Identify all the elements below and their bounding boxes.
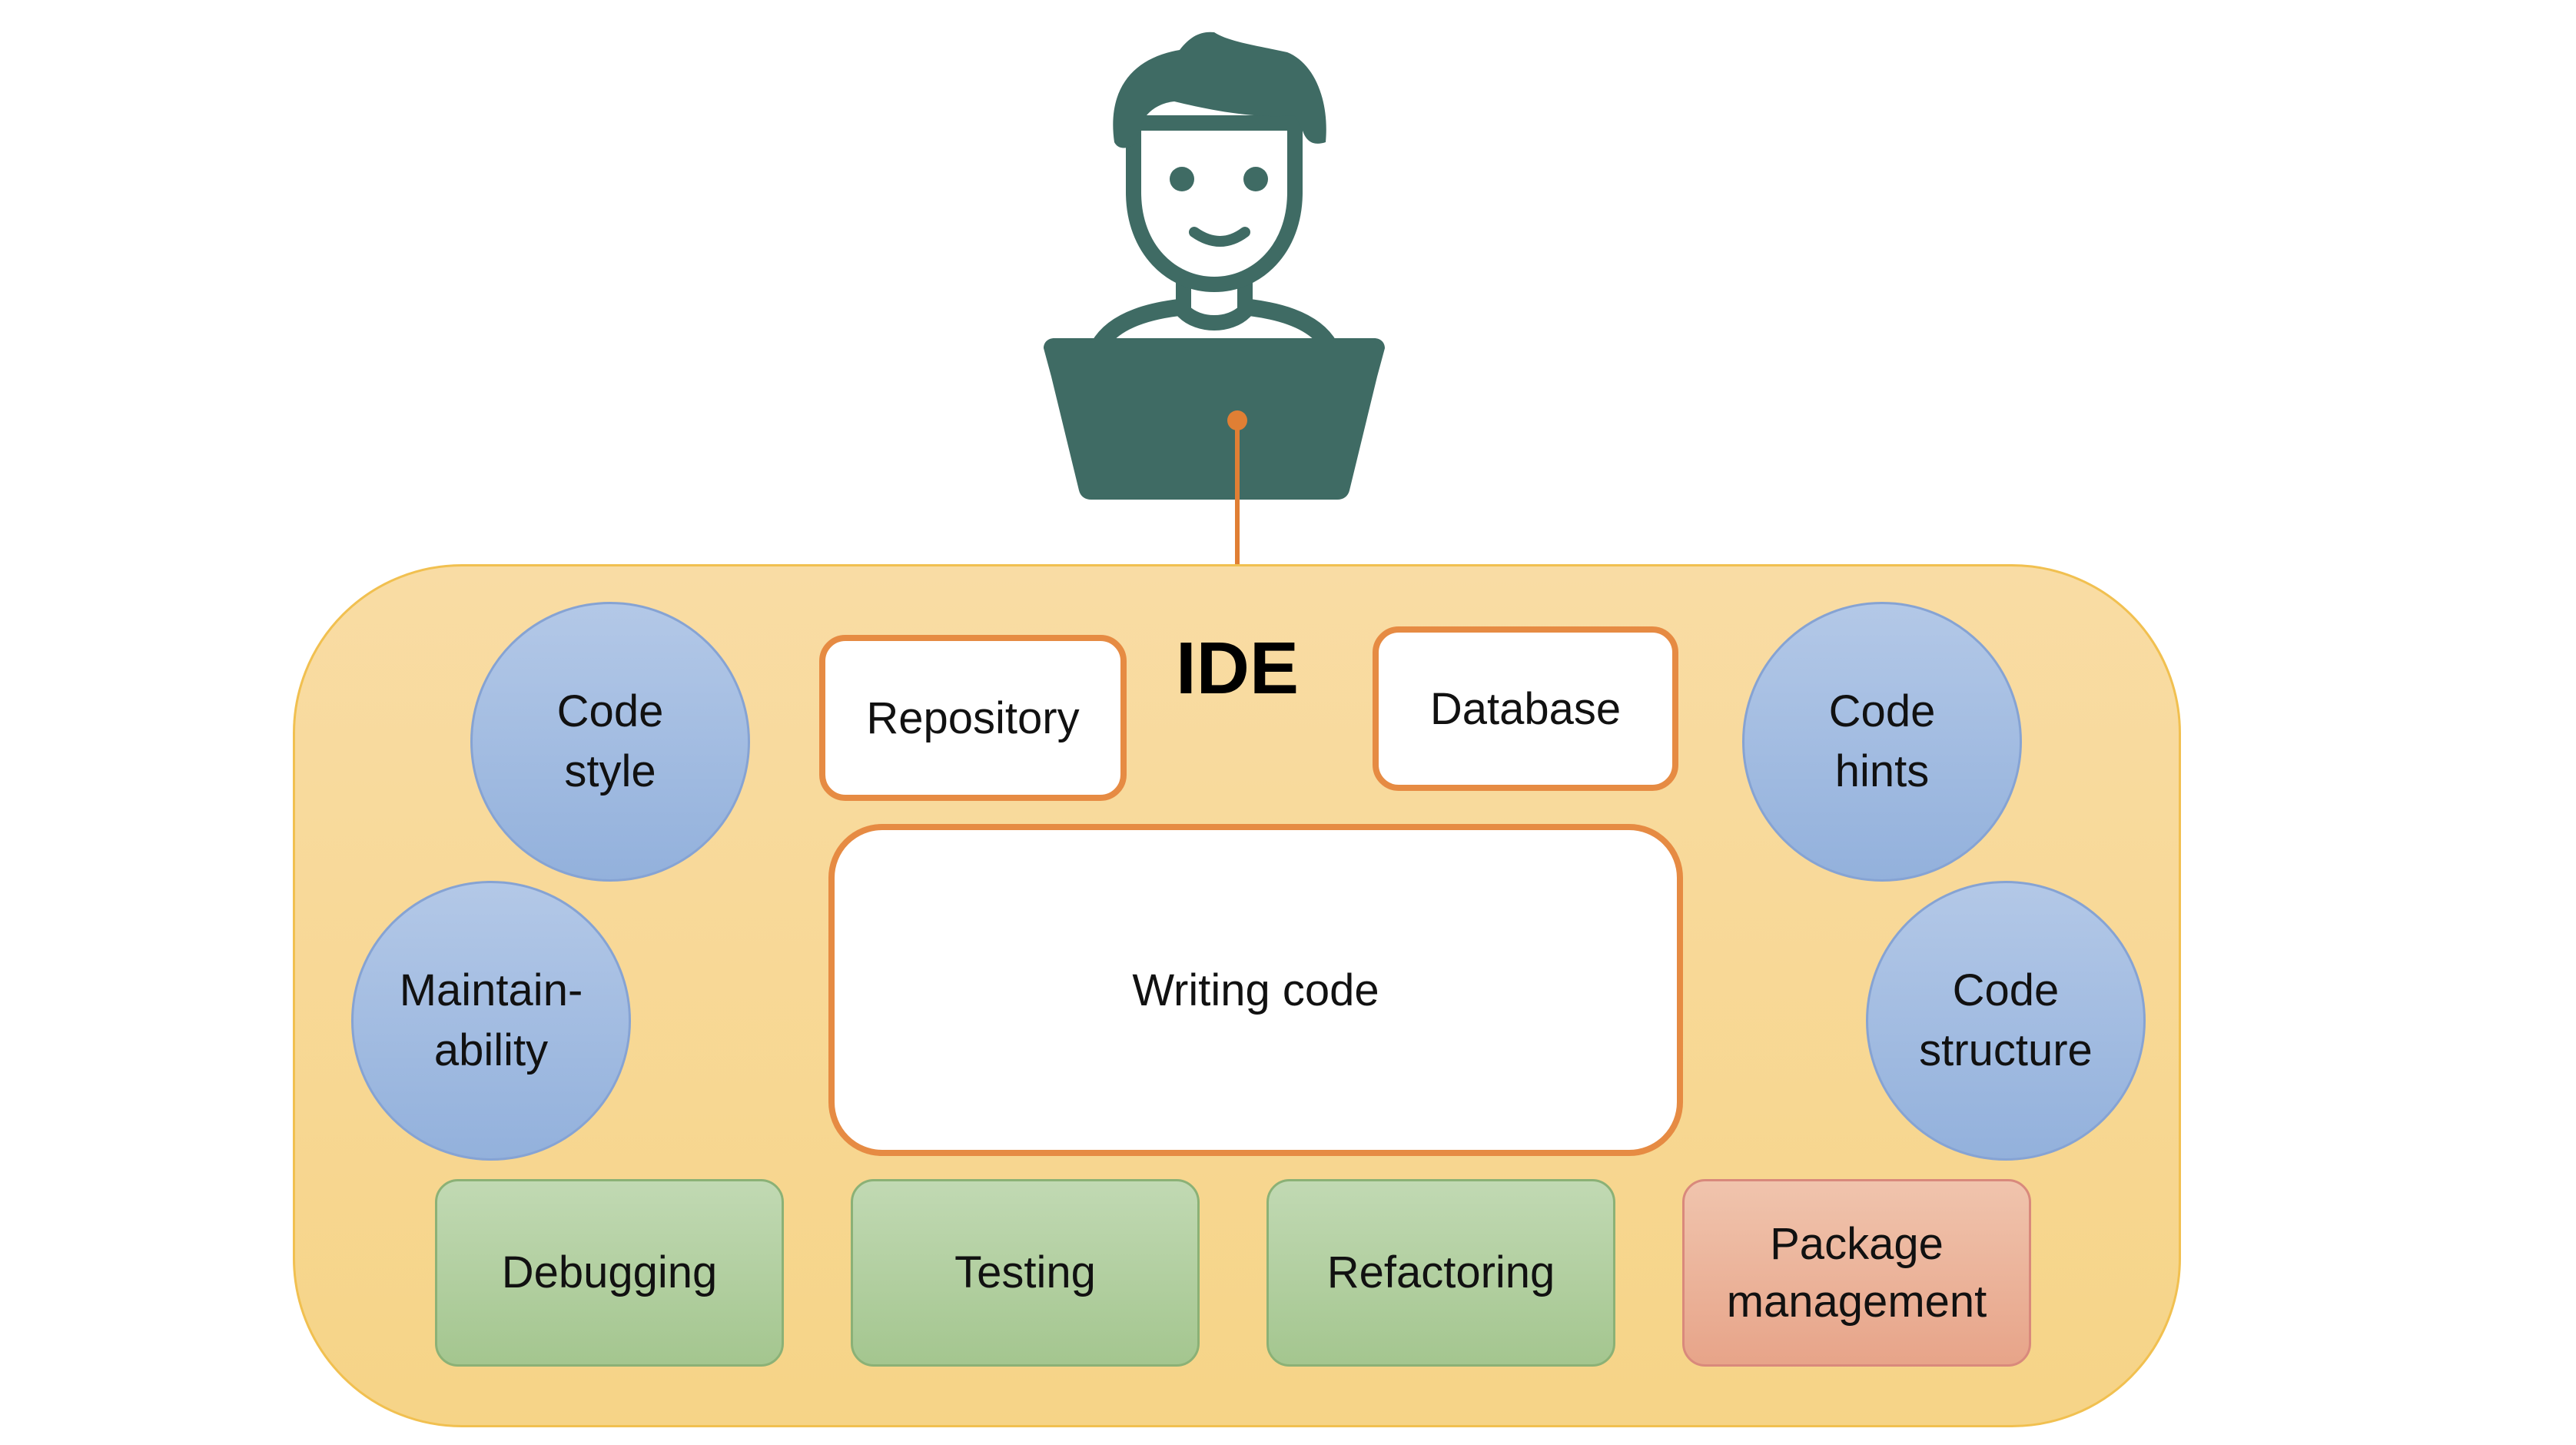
testing-label: Testing [954,1247,1096,1298]
maintainability-line2: ability [433,1025,549,1075]
debugging-box: Debugging [435,1179,784,1367]
code-structure-circle: Code structure [1866,881,2146,1161]
database-label: Database [1429,683,1622,734]
repository-box: Repository [819,635,1127,801]
ide-title: IDE [1175,627,1300,709]
code-hints-line1: Code [1828,686,1936,736]
code-structure-line1: Code [1952,965,2060,1015]
maintainability-circle: Maintain- ability [351,881,631,1161]
code-style-circle: Code style [470,602,750,882]
package-management-line2: management [1726,1277,1987,1327]
code-hints-line2: hints [1834,746,1930,796]
package-management-box: Package management [1682,1179,2031,1367]
developer-laptop-icon [1044,32,1385,500]
testing-box: Testing [851,1179,1200,1367]
code-structure-line2: structure [1919,1025,2093,1075]
database-box: Database [1373,626,1678,791]
writing-code-box: Writing code [828,824,1683,1156]
debugging-label: Debugging [501,1247,718,1298]
refactoring-box: Refactoring [1266,1179,1615,1367]
code-style-line1: Code [556,686,664,736]
writing-code-label: Writing code [1132,965,1379,1015]
connector-line [1235,419,1240,566]
repository-label: Repository [866,693,1080,743]
refactoring-label: Refactoring [1326,1247,1555,1298]
package-management-line1: Package [1770,1218,1944,1269]
code-hints-circle: Code hints [1742,602,2022,882]
code-style-line2: style [564,746,656,796]
maintainability-line1: Maintain- [399,965,583,1015]
